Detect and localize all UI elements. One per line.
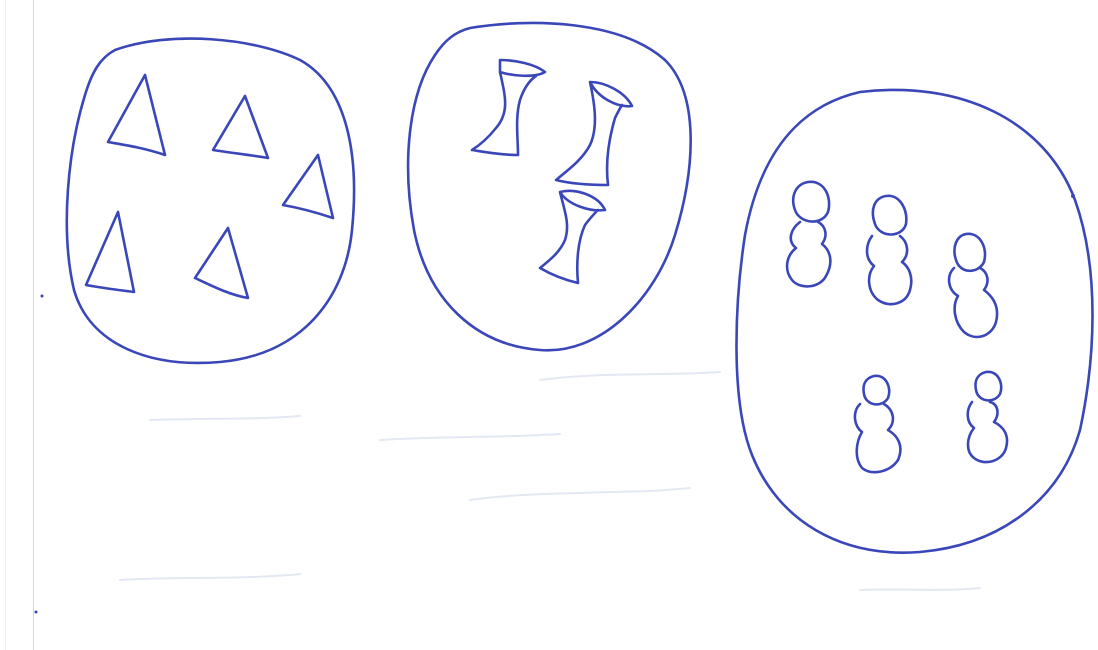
group-figure-eights-outline <box>736 90 1092 553</box>
blob-1 <box>787 182 830 287</box>
hourglass-2 <box>556 82 632 185</box>
group-hourglasses-outline <box>408 23 691 350</box>
blob-4 <box>855 376 900 472</box>
hourglass-3 <box>540 191 605 283</box>
triangle-1 <box>108 75 165 155</box>
blob-5 <box>968 372 1007 462</box>
group-triangles-outline <box>67 39 354 363</box>
triangle-4 <box>86 212 134 292</box>
triangle-5 <box>195 228 248 298</box>
blob-2 <box>867 196 911 304</box>
blob-3 <box>949 234 997 337</box>
triangle-3 <box>283 155 333 218</box>
triangle-2 <box>213 96 268 158</box>
group-figure-eights <box>736 90 1092 553</box>
group-hourglasses <box>408 23 691 350</box>
group-triangles <box>67 39 354 363</box>
hourglass-1 <box>472 60 545 155</box>
bleed-through-marks <box>120 372 980 590</box>
